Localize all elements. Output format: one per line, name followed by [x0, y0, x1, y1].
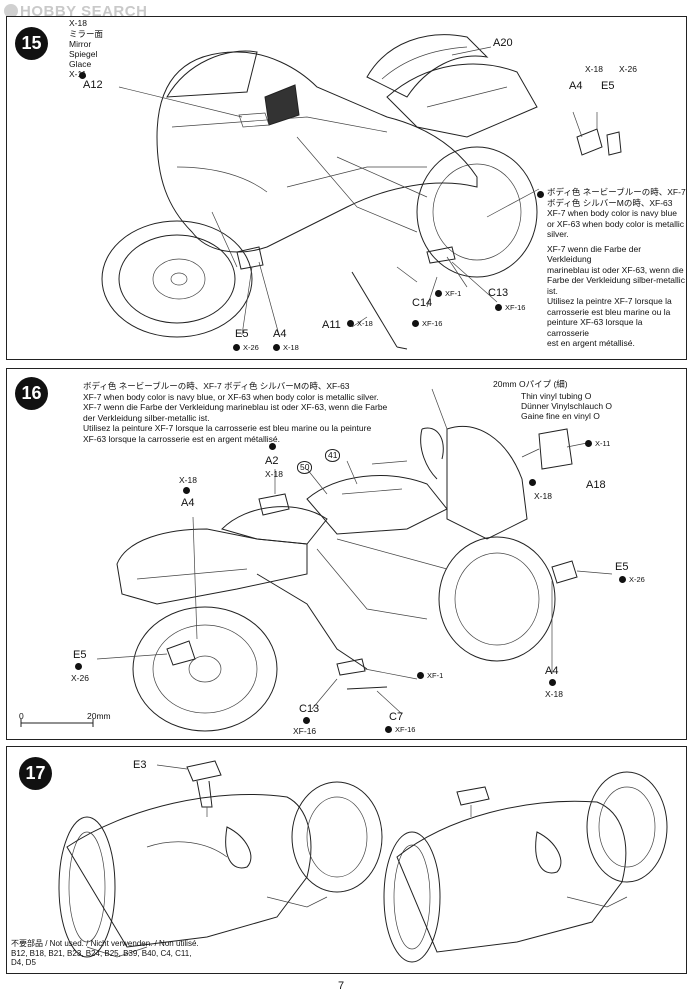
tube-label-en: Thin vinyl tubing O — [521, 391, 592, 401]
paint-dot-icon — [75, 663, 82, 670]
part-label-c7: C7 — [389, 711, 404, 723]
step-16-panel: 16 ボディ色 ネービーブルーの時、XF-7 ボディ色 シルバーMの時、XF-6… — [6, 368, 687, 740]
xf1-paint: XF-1 — [417, 671, 443, 680]
paint-dot-icon — [549, 679, 556, 686]
part-label-a4-left: A4 — [181, 497, 195, 509]
step-17-number: 17 — [19, 757, 52, 790]
part-label-e5-left: E5 — [235, 328, 249, 340]
paint-dot-icon — [495, 304, 502, 311]
mirror-label-jp: ミラー面 — [69, 29, 104, 39]
xf1-paint: XF-1 — [435, 289, 461, 298]
a4-right-paint-dot — [549, 679, 556, 686]
step-15-panel: 15 — [6, 16, 687, 360]
a18-x18-text: X-18 — [534, 491, 552, 501]
tube-label-jp: 20mm Oパイプ (細) — [493, 379, 568, 389]
a4-left-paint-dot — [183, 487, 190, 494]
mirror-label-de: Spiegel — [69, 49, 98, 59]
paint-dot-icon — [79, 72, 86, 79]
part-label-c13: C13 — [299, 703, 320, 715]
part-label-e5-left: E5 — [73, 649, 87, 661]
step-16-number: 16 — [15, 377, 48, 410]
unused-parts-note: 不要部品 / Not used. / Nicht verwenden. / No… — [11, 939, 199, 967]
part-label-a20: A20 — [493, 37, 513, 49]
watermark: HOBBY SEARCH — [4, 3, 147, 20]
a18-x11-paint: X-11 — [585, 439, 610, 448]
a4-left-paint: X-18 — [273, 343, 299, 352]
step-17-drawing-left — [58, 760, 668, 963]
paint-dot-icon — [303, 717, 310, 724]
e5-right-paint: X-26 — [619, 575, 645, 584]
page-number: 7 — [338, 980, 345, 992]
paint-dot-icon — [233, 344, 240, 351]
ref-circle-50: 50 — [297, 461, 313, 474]
c13-paint: XF-16 — [495, 303, 525, 312]
a11-paint: X-18 — [347, 319, 373, 328]
part-label-a12: A12 — [83, 79, 103, 91]
paint-dot-icon — [412, 320, 419, 327]
a4-right-x18: X-18 — [545, 689, 563, 699]
paint-dot-icon — [435, 290, 442, 297]
paint-dot-icon — [537, 191, 544, 198]
part-label-e3: E3 — [133, 759, 147, 771]
c13-paint-dot — [303, 717, 310, 724]
part-label-e5-right: E5 — [601, 80, 615, 92]
c13-xf16: XF-16 — [293, 726, 317, 736]
step-15-motorcycle-drawing — [101, 34, 622, 350]
part-label-a18: A18 — [586, 479, 606, 491]
paint-dot-icon — [269, 443, 276, 450]
paint-dot-icon — [385, 726, 392, 733]
step-17-panel: 17 E3 不要部品 / Not used. / Nicht — [6, 746, 687, 974]
paint-dot-icon — [273, 344, 280, 351]
tube-label-de: Dünner Vinylschlauch O — [521, 401, 613, 411]
mirror-x11: X-11 — [69, 69, 87, 79]
mirror-label-fr: Glace — [69, 59, 92, 69]
part-label-e5-right: E5 — [615, 561, 629, 573]
paint-dot-icon — [417, 672, 424, 679]
a2-x18: X-18 — [265, 469, 283, 479]
step-16-paint-note: ボディ色 ネービーブルーの時、XF-7 ボディ色 シルバーMの時、XF-63 X… — [83, 381, 388, 444]
c7-paint: XF-16 — [385, 725, 415, 734]
paint-dot-icon — [347, 320, 354, 327]
ref-circle-41: 41 — [325, 449, 341, 462]
step-15-paint-note: ボディ色 ネービーブルーの時、XF-7 ボディ色 シルバーMの時、XF-63 X… — [547, 187, 686, 348]
part-label-a4-left: A4 — [273, 328, 287, 340]
e5-left-x26: X-26 — [71, 673, 89, 683]
mirror-label-en: Mirror — [69, 39, 92, 49]
tube-label-fr: Gaine fine en vinyl O — [521, 411, 600, 421]
part-label-a11: A11 — [322, 319, 341, 331]
a18-x18-paint — [529, 479, 536, 486]
paint-dot-icon — [585, 440, 592, 447]
paint-dot-icon — [529, 479, 536, 486]
c14-paint: XF-16 — [412, 319, 442, 328]
part-label-c14: C14 — [412, 297, 433, 309]
paint-dot-icon — [183, 487, 190, 494]
part-label-a4-right: A4 — [569, 80, 583, 92]
e5-left-paint: X-26 — [233, 343, 259, 352]
a2-paint-dot — [269, 443, 276, 450]
watermark-logo-icon — [4, 4, 18, 18]
e5-right-x26: X-26 — [619, 64, 637, 74]
part-label-c13: C13 — [488, 287, 509, 299]
paint-dot-icon — [619, 576, 626, 583]
a4-left-x18: X-18 — [179, 475, 197, 485]
part-label-a2: A2 — [265, 455, 279, 467]
mirror-x18: X-18 — [69, 18, 87, 28]
part-label-a4-right: A4 — [545, 665, 559, 677]
a4-right-x18: X-18 — [585, 64, 603, 74]
scale-end: 20mm — [87, 711, 111, 721]
scale-start: 0 — [19, 711, 24, 721]
step-15-number: 15 — [15, 27, 48, 60]
e5-left-paint-dot — [75, 663, 82, 670]
step-16-motorcycle-drawing — [20, 388, 613, 732]
